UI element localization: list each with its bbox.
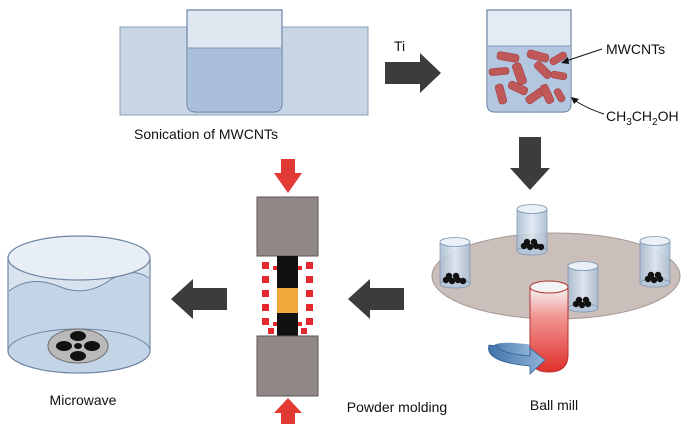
ethanol-label: CH3CH2OH	[606, 108, 679, 128]
microwave-samples	[56, 331, 100, 361]
nanotubes	[488, 49, 568, 105]
press-arrow-bottom	[274, 398, 302, 424]
powder-molding-label: Powder molding	[347, 399, 447, 415]
arrow-left-1	[348, 279, 404, 319]
ethanol-sub-1: 3	[626, 117, 632, 128]
sonication-bath	[119, 9, 369, 116]
mill-jar	[639, 236, 671, 288]
ti-label: Ti	[394, 38, 405, 54]
mill-tube	[529, 280, 569, 373]
ethanol-part-1: CH	[606, 108, 626, 124]
powder-press	[256, 159, 319, 424]
arrow-left-2	[171, 279, 227, 319]
ball-mill-label: Ball mill	[530, 397, 578, 413]
mwcnts-label: MWCNTs	[606, 41, 665, 57]
heating-squares	[262, 262, 313, 334]
ball-mill	[431, 204, 681, 375]
arrow-down	[510, 137, 550, 190]
ethanol-sub-2: 2	[652, 117, 658, 128]
mill-jar	[567, 261, 599, 313]
microwave-label: Microwave	[50, 392, 117, 408]
arrow-right-1	[385, 53, 441, 93]
sonication-label: Sonication of MWCNTs	[134, 126, 278, 142]
beaker-mwcnts	[486, 9, 605, 115]
microwave-vessel	[7, 235, 151, 374]
ethanol-part-2: CH	[632, 108, 652, 124]
mill-jar	[516, 204, 548, 256]
mill-jar	[439, 237, 471, 289]
ethanol-part-3: OH	[658, 108, 679, 124]
press-arrow-top	[274, 159, 302, 193]
